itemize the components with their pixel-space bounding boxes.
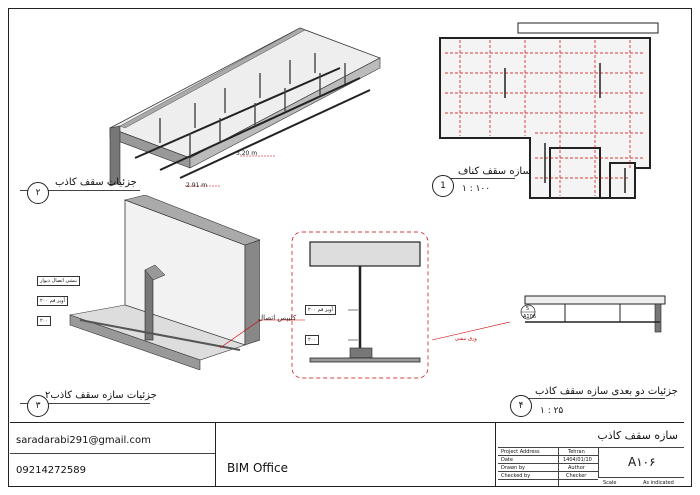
sheet-title: سازه سقف کاذب [597,429,678,442]
ceiling-2d-section-view [520,295,666,333]
clamp-leader [219,319,305,349]
section-sheet-ref: A106 [523,314,536,320]
row-label-project: Project Address [501,449,540,455]
section-callout-view [291,231,429,379]
caption-underline [20,190,140,191]
view-3-number: ۳ [27,395,49,417]
runner-label-2: ۲۰۰ [37,316,52,326]
company-panel: BIM Office [215,423,496,486]
view-3-caption: جزئیات سازه سقف کاذب۲ [45,390,157,401]
dimension-label-2: 2.91 m [186,182,208,189]
contact-panel: saradarabi291@gmail.com 09214272589 [10,423,216,486]
drawing-sheet [8,8,692,487]
sheet-info-panel: سازه سقف کاذب Project Address Tehran Dat… [498,423,684,486]
row-label-date: Date [501,457,513,463]
sheet-number: A۱۰۶ [628,455,656,469]
phone-text: 09214272589 [16,465,86,476]
row-label-checked: Checked by [501,473,531,479]
reference-label: ورق نبشی [455,336,477,342]
view-1-caption: سازه سقف کناف [458,166,531,177]
dimension-label-1: 3.20 m [236,150,258,157]
detail-label-b: ۲۰۰ [305,335,320,345]
runner-label-1: آویز فم ۲۰۰ [37,296,68,306]
row-label-drawn: Drawn by [501,465,525,471]
caption-underline [20,403,150,404]
scale-value: As indicated [643,480,674,486]
email-text: saradarabi291@gmail.com [16,435,151,446]
view-4-caption: جزئیات دو بعدی سازه سقف کاذب [535,386,678,397]
caption-underline [440,178,515,179]
row-value-date: 1404/01/10 [563,457,592,463]
row-value-project: Tehran [568,449,585,455]
scale-label: Scale [603,480,617,486]
caption-underline [515,398,665,399]
clamp-label: کلیپس اتصال [258,314,297,322]
view-1-number: 1 [432,175,454,197]
ceiling-3d-view [109,27,381,187]
view-1-scale: ۱ : ۱۰۰ [462,184,491,194]
wall-track-label: نبشی اتصال دیوار [37,276,80,286]
company-name: BIM Office [227,461,288,475]
view-2-caption: جزئیات سقف کاذب [55,177,137,188]
title-block: saradarabi291@gmail.com 09214272589 BIM … [10,422,684,487]
section-number: 5 [526,306,530,312]
view-4-number: ۴ [510,395,532,417]
view-2-number: ۲ [27,182,49,204]
row-value-checked: Checker [566,473,587,479]
ceiling-plan-view [439,22,659,199]
view-4-scale: ۱ : ۲۵ [540,406,564,416]
row-value-drawn: Author [568,465,585,471]
detail-label-a: آویز فم ۲۰۰ [305,305,336,315]
wall-junction-3d-view [68,195,260,370]
reference-leader [431,321,511,341]
